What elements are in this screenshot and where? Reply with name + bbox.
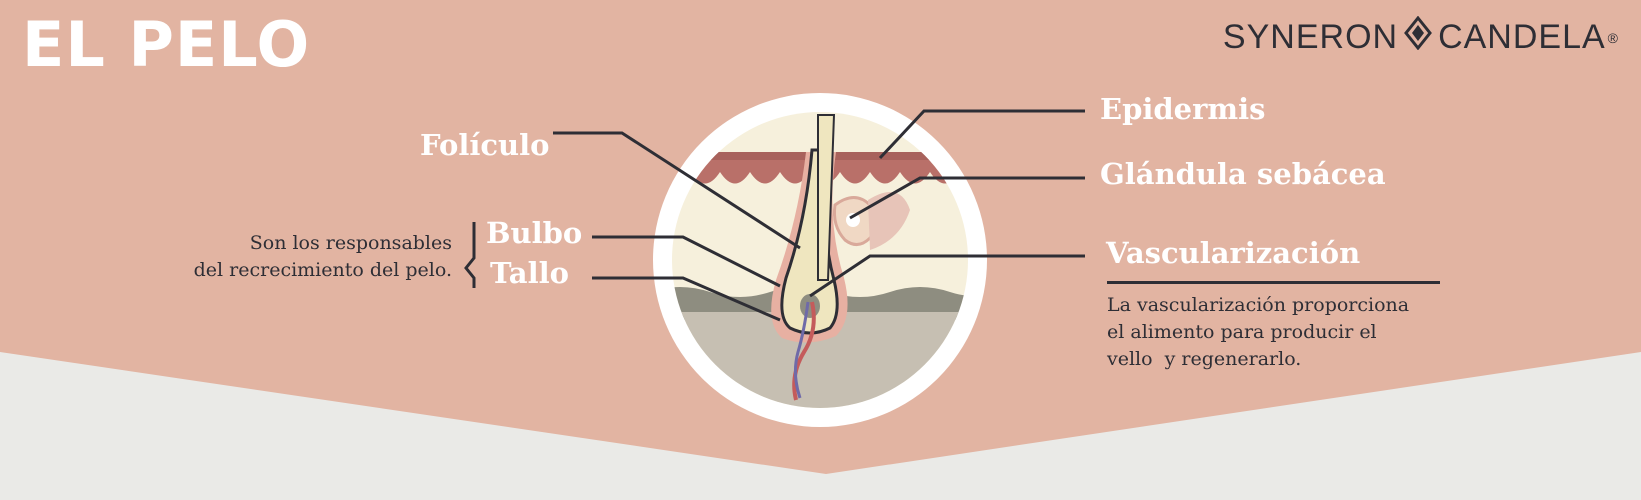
hair-shaft bbox=[817, 114, 836, 281]
tallo-label: Tallo bbox=[490, 256, 569, 290]
right-note: La vascularización proporciona el alimen… bbox=[1107, 292, 1447, 373]
registered-mark: ® bbox=[1607, 29, 1619, 46]
dermal-papilla bbox=[800, 294, 820, 318]
tallo-leader-line bbox=[592, 276, 781, 322]
vascular-label: Vascularización bbox=[1106, 236, 1361, 270]
blood-vessel-vein bbox=[793, 301, 810, 399]
blood-vessel-artery bbox=[792, 301, 816, 401]
page-title: EL PELO bbox=[22, 8, 311, 81]
glandula-leader-line bbox=[849, 176, 1085, 220]
left-note: Son los responsables del recrecimiento d… bbox=[160, 230, 452, 284]
brand-name-right: CANDELA bbox=[1438, 18, 1606, 56]
right-note-line1: La vascularización proporciona bbox=[1107, 294, 1410, 316]
candela-drop-logo-icon bbox=[1404, 15, 1432, 59]
right-note-line2: el alimento para producir el bbox=[1107, 321, 1377, 343]
epidermis-leader-line bbox=[878, 109, 1085, 160]
left-note-line1: Son los responsables bbox=[249, 232, 452, 254]
vascular-underline bbox=[1107, 281, 1440, 284]
left-note-line2: del recrecimiento del pelo. bbox=[193, 259, 452, 281]
brand-logo: SYNERON CANDELA ® bbox=[1222, 15, 1619, 59]
curly-brace bbox=[464, 222, 476, 288]
right-note-line3: vello y regenerarlo. bbox=[1107, 348, 1302, 370]
glandula-label: Glándula sebácea bbox=[1100, 157, 1386, 191]
foliculo-leader-line bbox=[553, 131, 801, 250]
bulbo-leader-line bbox=[592, 235, 781, 288]
foliculo-label: Folículo bbox=[420, 128, 550, 162]
epidermis-label: Epidermis bbox=[1100, 92, 1266, 126]
vascular-leader-line bbox=[809, 254, 1085, 298]
brand-name-left: SYNERON bbox=[1222, 18, 1399, 56]
bulbo-label: Bulbo bbox=[486, 216, 583, 250]
